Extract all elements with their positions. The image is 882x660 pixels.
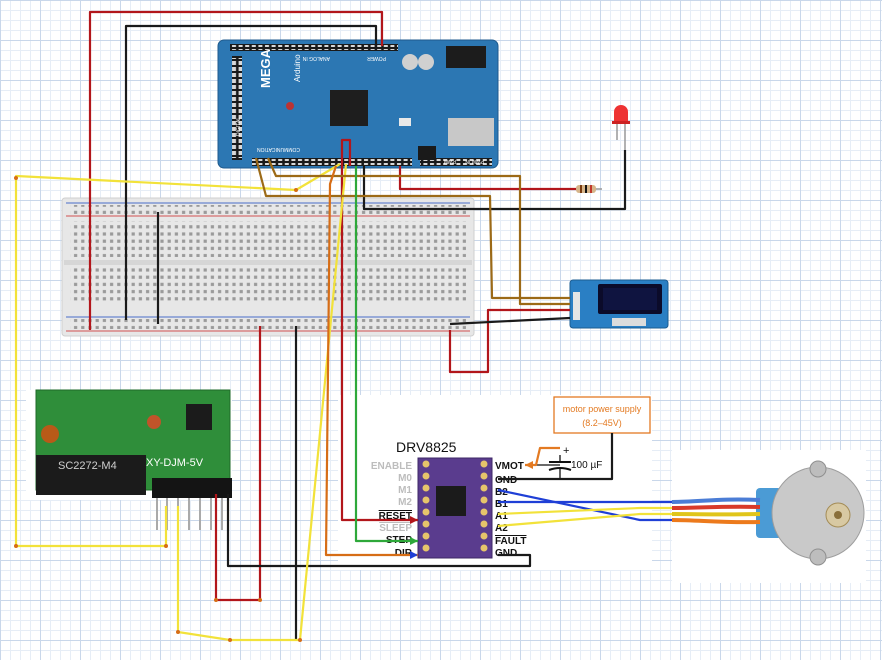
usb-port — [448, 118, 494, 146]
wire-black-led-gnd — [362, 150, 627, 211]
pin-label-gnd-bottom: GND — [495, 548, 517, 559]
red-led — [612, 105, 630, 150]
wire-red-oled-vcc — [448, 308, 570, 374]
arduino-brand-text: MEGA — [258, 48, 273, 88]
oled-display-module — [569, 279, 669, 329]
wire-yellow-a1 — [497, 506, 672, 516]
decoder-chip — [36, 455, 146, 495]
arduino-mega-board: MEGA Arduino DIGITAL ANALOG IN POWER COM… — [217, 39, 499, 169]
wire-junctions — [14, 176, 302, 642]
pin-label-m1: M1 — [398, 485, 412, 496]
supply-label-line1: motor power supply — [563, 404, 642, 414]
wire-red-5v — [88, 10, 384, 330]
wire-green-step — [354, 166, 418, 543]
wire-brown-oled-scl — [266, 157, 570, 306]
wire-red-reset — [340, 138, 418, 522]
pin-label-b1: B1 — [495, 499, 508, 510]
arduino-label-digital: DIGITAL — [236, 117, 242, 136]
rf-chip-text: SC2272-M4 — [58, 460, 117, 472]
wire-black-oled-gnd — [449, 316, 571, 326]
atmega-chip — [330, 90, 368, 126]
rf-model-text: XY-DJM-5V — [146, 457, 204, 469]
wire-red-rf-vcc — [214, 326, 262, 602]
supply-label-line2: (8.2–45V) — [582, 418, 622, 428]
arduino-sub-text: Arduino — [293, 54, 302, 82]
pin-label-b2: B2 — [495, 487, 508, 498]
pin-label-m2: M2 — [398, 497, 412, 508]
wire-yellow-rf-d0 — [14, 163, 341, 548]
wire-yellow-a2 — [497, 512, 672, 528]
pin-label-dir: DIR — [395, 548, 413, 559]
pin-label-enable: ENABLE — [371, 461, 412, 472]
pin-label-sleep: SLEEP — [379, 523, 412, 534]
pin-label-a1: A1 — [495, 511, 508, 522]
wire-black-supply-gnd — [498, 433, 614, 481]
wire-orange-dir — [324, 165, 418, 557]
pin-label-gnd-top: GND — [495, 475, 517, 486]
stepper-motor — [671, 460, 865, 566]
arduino-label-power: POWER — [367, 55, 386, 61]
wire-black-driver-gnd — [226, 494, 532, 568]
drv8825-driver: DRV8825 ENABLE M0 M1 M2 RESET SLEEP STEP… — [371, 439, 527, 559]
wire-blue-b2 — [497, 488, 672, 522]
arduino-label-pwm: PWM — [444, 158, 456, 164]
wire-red-led — [398, 166, 576, 191]
pin-label-vmot: VMOT — [495, 461, 524, 472]
motor-power-supply: motor power supply (8.2–45V) — [553, 396, 651, 434]
pin-label-m0: M0 — [398, 473, 412, 484]
capacitor-sign: + — [563, 445, 569, 457]
arduino-label-communication: COMMUNICATION — [257, 146, 300, 152]
wire-black-gnd — [124, 24, 378, 320]
power-jack — [446, 46, 486, 68]
arduino-label-analog: ANALOG IN — [302, 55, 330, 61]
wire-arrows — [410, 461, 533, 559]
breadboard — [61, 197, 475, 337]
rf-coil — [41, 425, 59, 443]
capacitor-label: 100 µF — [571, 460, 602, 471]
wire-brown-oled-sda — [254, 157, 570, 300]
driver-title: DRV8825 — [396, 439, 457, 455]
driver-chip — [436, 486, 466, 516]
pin-label-reset: RESET — [379, 511, 412, 522]
arduino-label-pwm-in: PWM IN — [465, 158, 484, 164]
pin-label-fault: FAULT — [495, 536, 526, 547]
resistor — [570, 185, 602, 193]
rf-receiver-module: SC2272-M4 XY-DJM-5V — [26, 389, 232, 530]
pin-label-a2: A2 — [495, 523, 508, 534]
